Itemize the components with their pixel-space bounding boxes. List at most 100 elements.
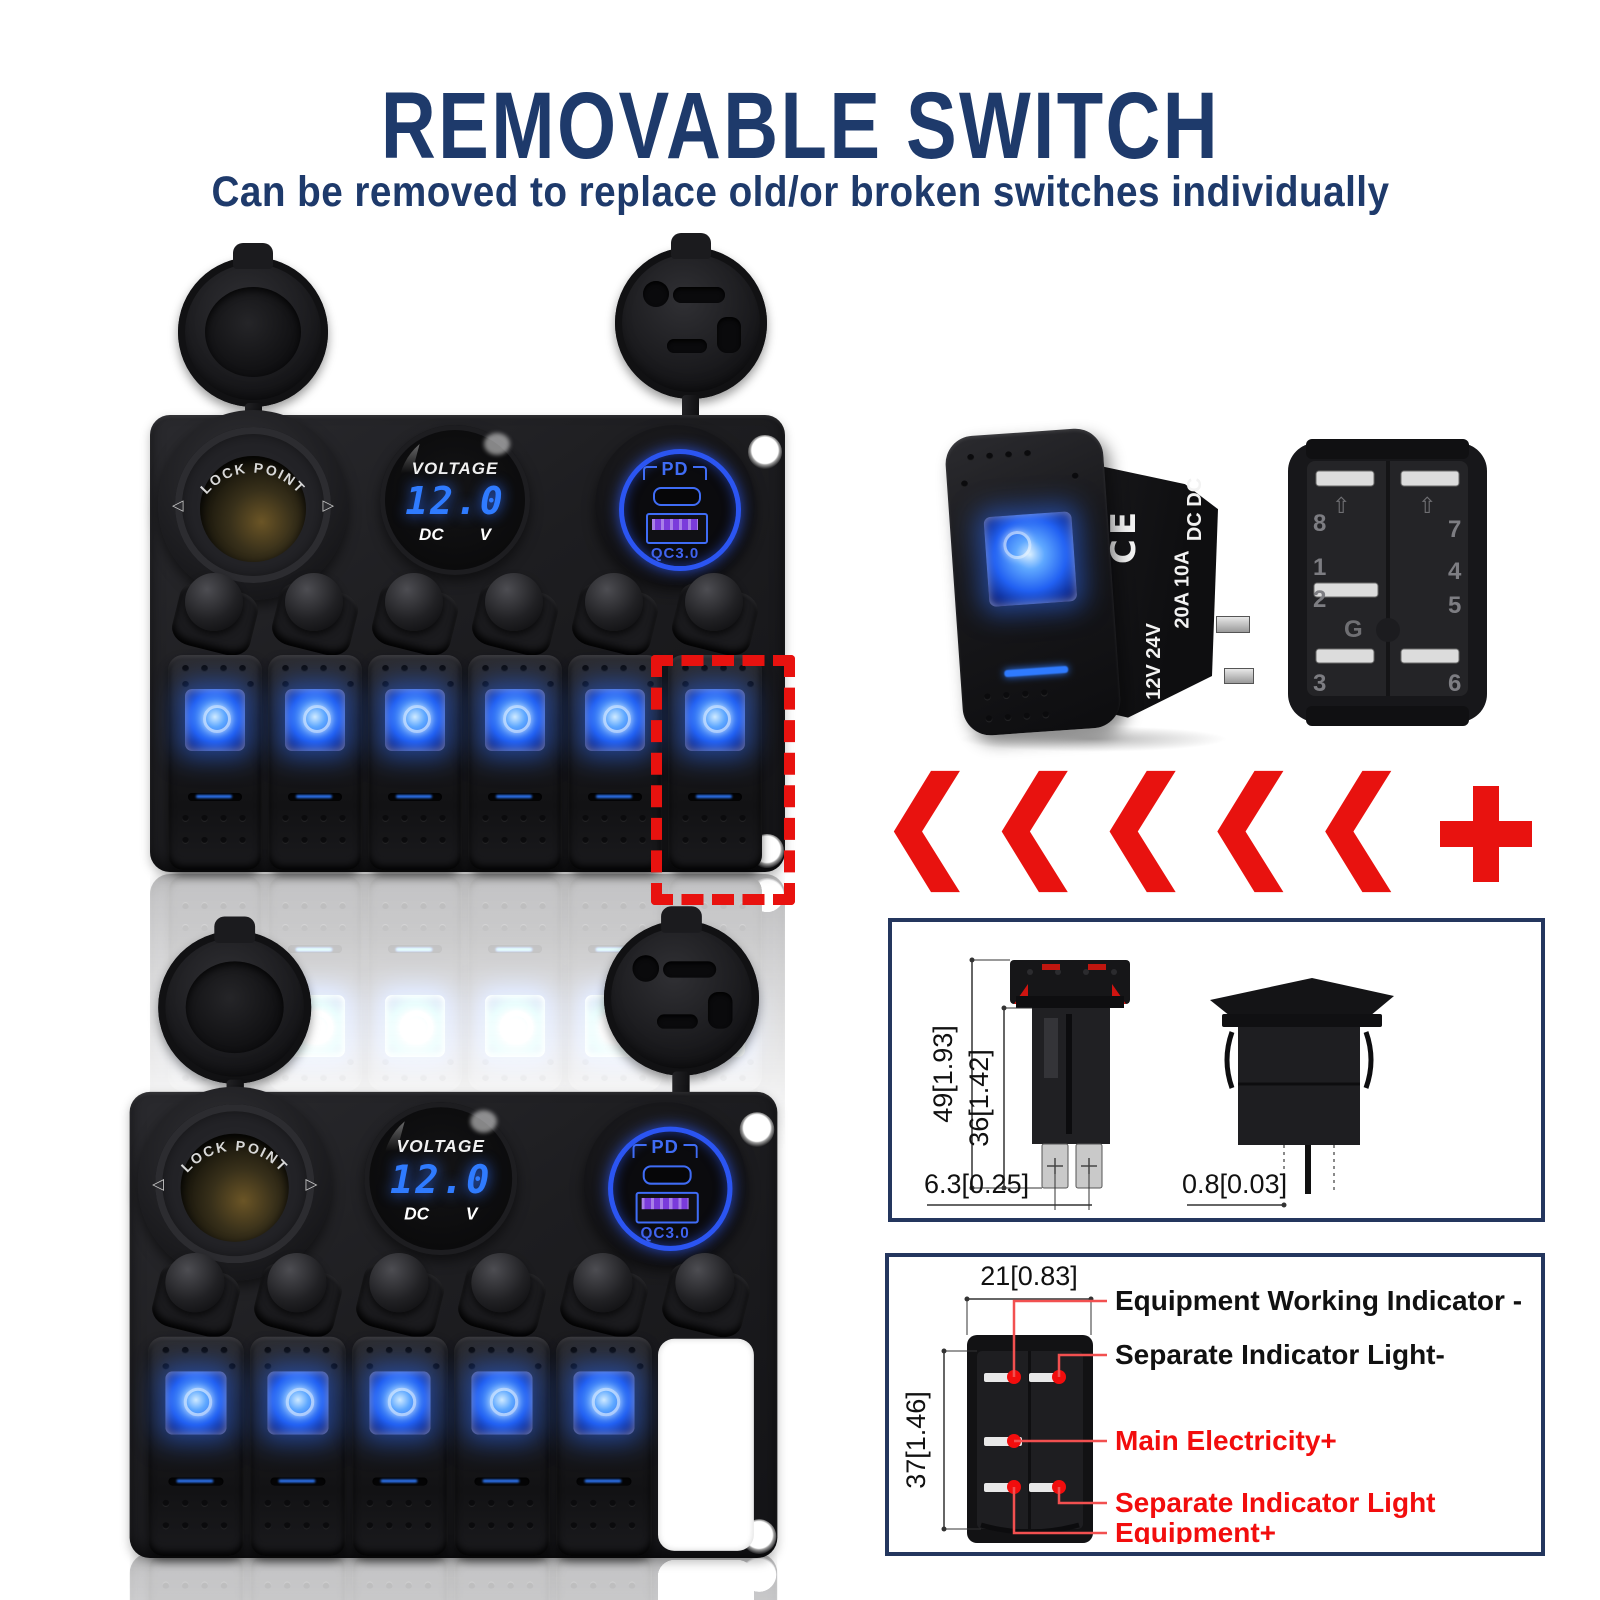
cap-cutout [632, 955, 660, 982]
wiring-label-separate-indicator-light-neg: Separate Indicator Light- [1115, 1339, 1445, 1370]
blue-led-lens [185, 689, 245, 751]
blue-led-lens [573, 1371, 635, 1435]
pd-label: PD [651, 1136, 679, 1158]
breaker-button [168, 573, 262, 660]
page-title-text: REMOVABLE SWITCH [380, 73, 1220, 179]
rocker-switch [148, 1336, 244, 1556]
pd-label-row: PD [584, 1136, 747, 1159]
cap-cutout [643, 281, 669, 307]
usb-cover-cap [603, 906, 759, 1076]
blue-led-lens [685, 689, 745, 751]
pd-bracket-icon [643, 466, 658, 481]
voltmeter-gloss [484, 433, 510, 455]
pd-label-row: PD [595, 459, 755, 481]
terminal-number: 2 [1313, 586, 1326, 613]
voltmeter-gloss [470, 1110, 497, 1133]
terminal-number: 1 [1313, 554, 1326, 581]
indicator-slit [270, 1477, 326, 1486]
blue-led-lens [471, 1371, 533, 1435]
switch-front-face [943, 426, 1123, 738]
breaker-button [454, 1253, 550, 1342]
lock-arrow-left-icon: ◁ [152, 1175, 164, 1193]
breaker-button [468, 573, 562, 660]
cap-cutout [667, 339, 707, 353]
indicator-slit [372, 1477, 428, 1486]
page-subtitle: Can be removed to replace old/or broken … [0, 168, 1600, 217]
wiring-label-main-electricity: Main Electricity+ [1115, 1425, 1337, 1456]
voltmeter-unit-dc: DC [419, 525, 444, 544]
lock-point-arc: LOCK POINT [179, 1139, 289, 1176]
rocker-switch [352, 1336, 448, 1556]
usb-a-tongue [652, 519, 698, 530]
usb-a-tongue [641, 1197, 689, 1210]
cigarette-socket: LOCK POINT ◁ ▷ [158, 410, 348, 600]
lock-point-arc: LOCK POINT [197, 460, 307, 497]
blue-led-lens [369, 1371, 431, 1435]
usb-a-port [635, 1191, 699, 1224]
blue-led-lens [385, 689, 445, 751]
indicator-slit [288, 793, 342, 801]
cap-tab [214, 916, 256, 943]
blue-led-lens [485, 689, 545, 751]
terminal-number: 5 [1448, 592, 1461, 619]
rocker-switch [668, 655, 762, 870]
rocker-switch [568, 655, 662, 870]
cap-cutout [707, 991, 733, 1029]
up-arrow-icon: ⇧ [1418, 493, 1436, 518]
pd-bracket-icon [692, 466, 707, 481]
spade-terminal [1216, 616, 1250, 633]
socket-bore [200, 456, 306, 562]
pd-bracket-icon [683, 1144, 698, 1159]
rocker-switch [468, 655, 562, 870]
rocker-switch [368, 655, 462, 870]
rating-volts: 12V 24V [1142, 623, 1165, 700]
voltmeter: VOLTAGE 12.0 DC V [380, 425, 530, 575]
usb-a-port [646, 513, 708, 544]
lock-arrow-left-icon: ◁ [172, 497, 184, 514]
indicator-slit [188, 793, 242, 801]
terminal-number: 6 [1448, 670, 1461, 697]
rocker-switch [250, 1336, 346, 1556]
rocker-switch [556, 1336, 652, 1556]
terminal-number: 3 [1313, 670, 1326, 697]
panel-plate: LOCK POINT ◁ ▷ VOLTAGE 12.0 DC V [150, 410, 785, 872]
page-title: REMOVABLE SWITCH [0, 72, 1600, 181]
dimension-diagram-box: 49[1.93] 36[1.42] 6.3[0.25] 0.8[0.03] [888, 918, 1545, 1222]
switch-back-view-photo: ⇧ ⇧ 8 1 2 3 7 4 5 6 G [1288, 439, 1487, 726]
mounting-hole [748, 435, 782, 469]
up-arrow-icon: ⇧ [1332, 493, 1350, 518]
breaker-button [250, 1253, 346, 1342]
blue-led-lens [585, 689, 645, 751]
breaker-button [268, 573, 362, 660]
blue-led-lens [165, 1371, 227, 1435]
usb-charger: PD QC3.0 [583, 1102, 747, 1266]
wiring-label-separate-indicator-light: Separate Indicator Light [1115, 1487, 1436, 1518]
cap-tab [671, 233, 711, 259]
voltmeter: VOLTAGE 12.0 DC V [364, 1102, 518, 1256]
breaker-button [352, 1253, 448, 1342]
cap-cutout [663, 961, 717, 978]
qc-label: QC3.0 [640, 1224, 690, 1242]
voltmeter-unit-v: V [479, 525, 491, 544]
dimension-diagram: 49[1.93] 36[1.42] 6.3[0.25] 0.8[0.03] [924, 957, 1394, 1210]
cap-tab [233, 243, 273, 269]
blue-led-lens [267, 1371, 329, 1435]
indicator-slit [588, 793, 642, 801]
usb-c-port [653, 487, 701, 506]
drop-shadow [958, 726, 1228, 752]
chevron-icon: ❮ [987, 755, 1082, 888]
terminal-number: 4 [1448, 558, 1462, 585]
cap-tab [661, 906, 702, 933]
wiring-label-equipment-pos: Equipment+ [1115, 1517, 1276, 1544]
indicator-slit [474, 1477, 530, 1486]
usb-cover-cap [615, 233, 767, 399]
voltmeter-label: VOLTAGE [411, 459, 499, 478]
spade-terminal [1224, 668, 1254, 684]
wiring-label-equipment-working-indicator: Equipment Working Indicator - [1115, 1285, 1522, 1316]
pd-bracket-icon [633, 1144, 648, 1159]
wiring-diagram: 21[0.83] 37[1.46] [901, 1261, 1522, 1548]
socket-cover-cap [158, 916, 312, 1084]
removable-switch-highlight [651, 655, 795, 905]
terminal-number: 7 [1448, 516, 1461, 543]
breaker-button [568, 573, 662, 660]
